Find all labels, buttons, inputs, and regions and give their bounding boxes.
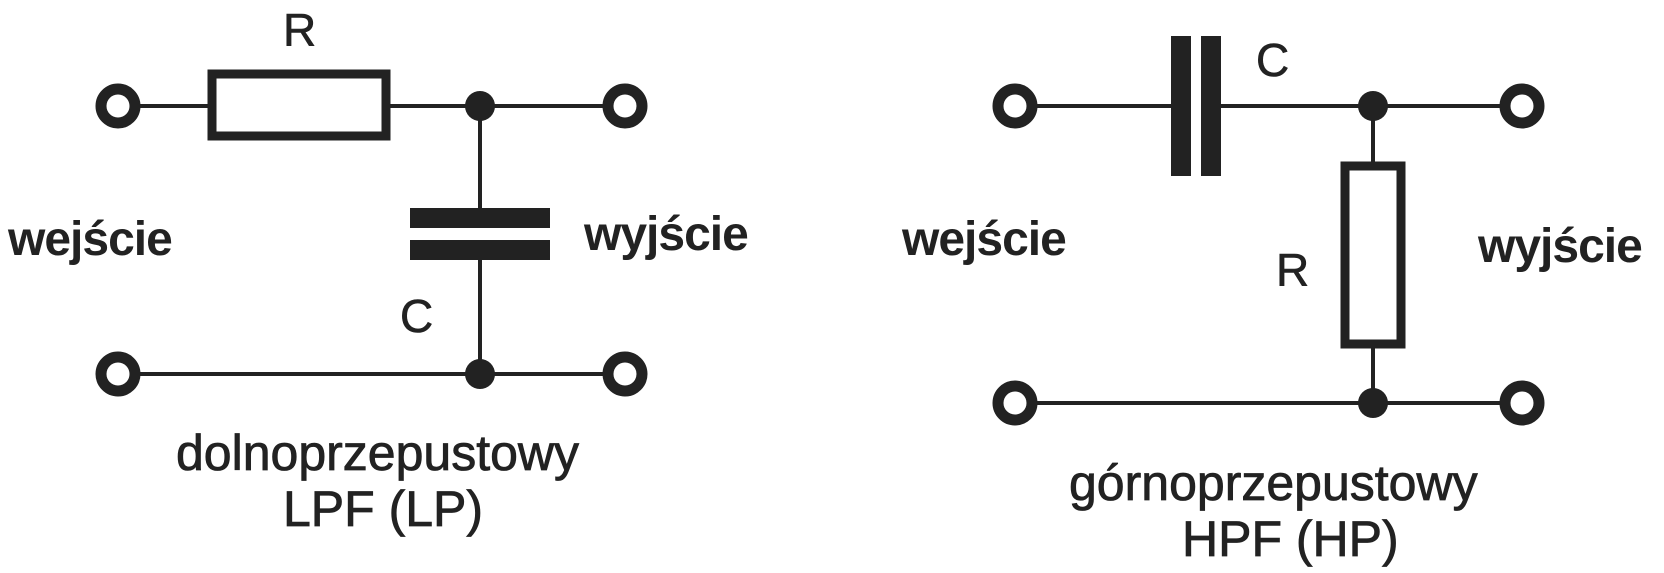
lpf-resistor-label: R xyxy=(283,4,316,56)
lpf-circuit: R C wejście wyjście dolnoprzepustowy LPF… xyxy=(7,4,749,538)
lpf-capacitor-plate-bottom xyxy=(410,240,550,260)
hpf-output-label: wyjście xyxy=(1477,220,1642,273)
lpf-caption-name: dolnoprzepustowy xyxy=(176,425,579,481)
lpf-input-terminal-top xyxy=(95,83,141,129)
lpf-input-label: wejście xyxy=(7,213,172,266)
hpf-input-terminal-top xyxy=(992,83,1038,129)
hpf-caption-abbr: HPF (HP) xyxy=(1182,511,1399,567)
lpf-capacitor-plate-top xyxy=(410,208,550,228)
lpf-junction-top xyxy=(465,91,495,121)
hpf-circuit: C R wejście wyjście górnoprzepustowy HPF… xyxy=(901,34,1643,568)
hpf-resistor-label: R xyxy=(1276,244,1309,296)
lpf-input-terminal-bottom xyxy=(95,351,141,397)
lpf-output-label: wyjście xyxy=(583,208,748,261)
hpf-output-terminal-bottom xyxy=(1499,380,1545,426)
lpf-output-terminal-top xyxy=(602,83,648,129)
hpf-resistor xyxy=(1340,161,1406,349)
hpf-output-terminal-top xyxy=(1499,83,1545,129)
lpf-capacitor-label: C xyxy=(400,290,433,342)
lpf-resistor xyxy=(207,69,391,141)
hpf-junction-bottom xyxy=(1358,388,1388,418)
hpf-input-terminal-bottom xyxy=(992,380,1038,426)
hpf-junction-top xyxy=(1358,91,1388,121)
hpf-capacitor-plate-right xyxy=(1201,36,1221,176)
hpf-capacitor-label: C xyxy=(1256,34,1289,86)
hpf-caption-name: górnoprzepustowy xyxy=(1069,455,1478,511)
lpf-caption-abbr: LPF (LP) xyxy=(283,481,483,537)
hpf-capacitor-plate-left xyxy=(1171,36,1191,176)
lpf-output-terminal-bottom xyxy=(602,351,648,397)
lpf-junction-bottom xyxy=(465,359,495,389)
hpf-input-label: wejście xyxy=(901,213,1066,266)
